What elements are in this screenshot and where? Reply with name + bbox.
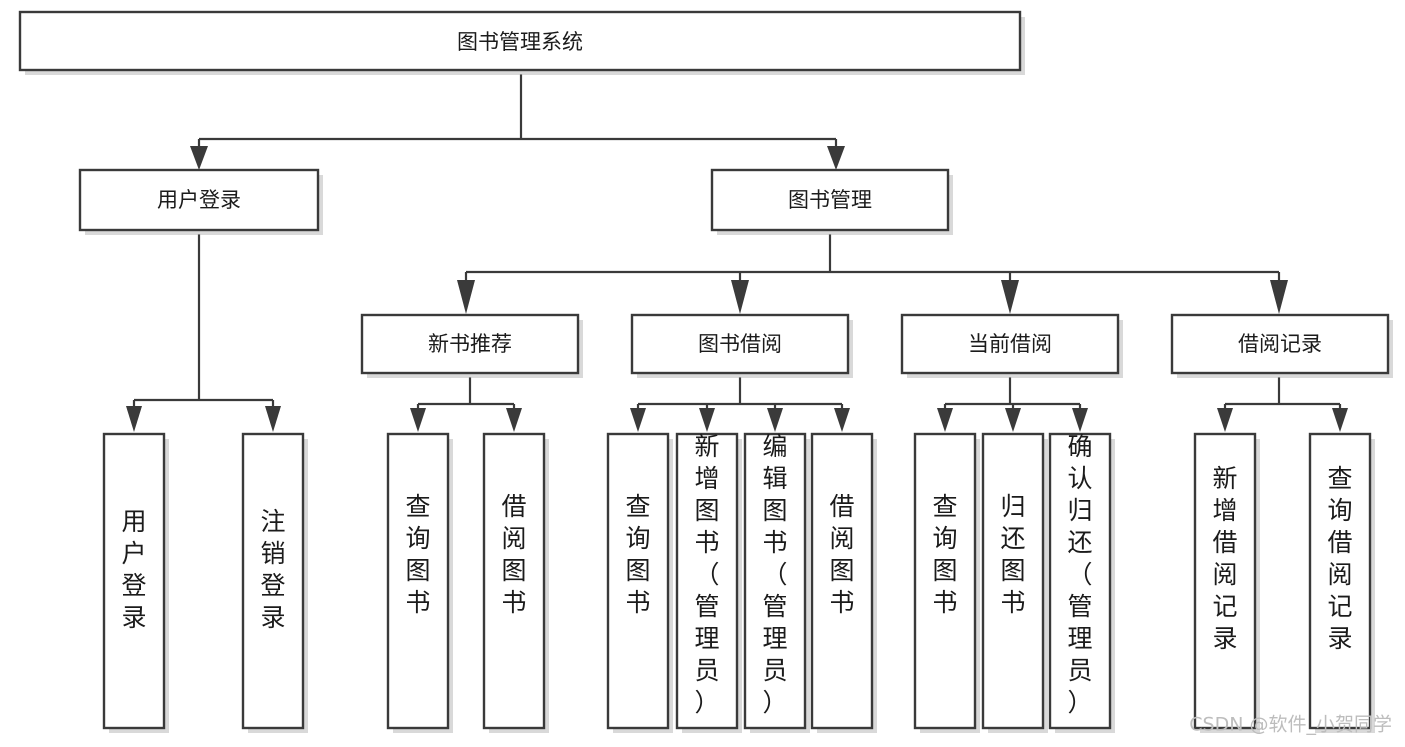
leaf-query-book-1-label: 查询图书	[405, 492, 430, 617]
book-manage-box[interactable]	[710, 168, 950, 232]
arrowhead-leaf-borrow-book-1	[506, 408, 522, 432]
user-login-label: 用户登录	[157, 188, 241, 212]
borrow-record-box[interactable]	[1170, 313, 1390, 375]
arrowhead-leaf-confirm-return	[1072, 408, 1088, 432]
node-leaf-add-book[interactable]: 新增图书（管理员）	[675, 432, 742, 733]
leaf-user-logout-label: 注销登录	[260, 507, 285, 632]
leaf-user-logout-box[interactable]	[241, 432, 305, 730]
book-borrow-label: 图书借阅	[698, 332, 782, 356]
node-leaf-user-login[interactable]: 用户登录	[102, 432, 169, 733]
arrowhead-leaf-edit-book	[767, 408, 783, 432]
new-book-rec-label: 新书推荐	[428, 332, 512, 356]
node-leaf-borrow-book-1[interactable]: 借阅图书	[482, 432, 549, 733]
node-new-book-rec[interactable]: 新书推荐	[360, 313, 583, 378]
leaf-add-record-label: 新增借阅记录	[1212, 464, 1237, 653]
leaf-query-book-1-box[interactable]	[386, 432, 450, 730]
node-leaf-return-book[interactable]: 归还图书	[981, 432, 1048, 733]
node-current-borrow[interactable]: 当前借阅	[900, 313, 1123, 378]
node-borrow-record[interactable]: 借阅记录	[1170, 313, 1393, 378]
node-leaf-query-record[interactable]: 查询借阅记录	[1308, 432, 1375, 733]
leaf-edit-book-label: 编辑图书（管理员）	[762, 432, 787, 717]
node-leaf-confirm-return[interactable]: 确认归还（管理员）	[1048, 432, 1115, 733]
arrowhead-leaf-query-book-1	[410, 408, 426, 432]
leaf-edit-book-box[interactable]	[743, 432, 807, 730]
node-leaf-add-record[interactable]: 新增借阅记录	[1193, 432, 1260, 733]
node-book-manage[interactable]: 图书管理	[710, 168, 953, 235]
arrowhead-leaf-query-book-3	[937, 408, 953, 432]
arrowhead-leaf-user-login	[126, 406, 142, 432]
arrowhead-current-borrow	[1001, 280, 1019, 314]
node-leaf-query-book-2[interactable]: 查询图书	[606, 432, 673, 733]
arrowhead-leaf-query-book-2	[630, 408, 646, 432]
leaf-query-book-3-label: 查询图书	[932, 492, 957, 617]
leaf-borrow-book-1-label: 借阅图书	[501, 492, 526, 617]
current-borrow-box[interactable]	[900, 313, 1120, 375]
leaf-borrow-book-2-label: 借阅图书	[829, 492, 854, 617]
leaf-query-record-label: 查询借阅记录	[1327, 464, 1352, 653]
arrowhead-leaf-add-record	[1217, 408, 1233, 432]
leaf-query-book-2-box[interactable]	[606, 432, 670, 730]
book-manage-label: 图书管理	[788, 188, 872, 212]
arrowhead-leaf-user-logout	[265, 406, 281, 432]
node-book-borrow[interactable]: 图书借阅	[630, 313, 853, 378]
book-borrow-box[interactable]	[630, 313, 850, 375]
leaf-add-book-box[interactable]	[675, 432, 739, 730]
node-leaf-user-logout[interactable]: 注销登录	[241, 432, 308, 733]
node-root[interactable]: 图书管理系统	[18, 10, 1025, 75]
borrow-record-label: 借阅记录	[1238, 332, 1322, 356]
arrowhead-book-manage	[827, 146, 845, 170]
leaf-borrow-book-1-box[interactable]	[482, 432, 546, 730]
new-book-rec-box[interactable]	[360, 313, 580, 375]
leaf-confirm-return-label: 确认归还（管理员）	[1067, 432, 1092, 717]
node-leaf-borrow-book-2[interactable]: 借阅图书	[810, 432, 877, 733]
arrowhead-leaf-borrow-book-2	[834, 408, 850, 432]
leaf-user-login-label: 用户登录	[121, 507, 146, 632]
arrowhead-leaf-return-book	[1005, 408, 1021, 432]
leaf-return-book-label: 归还图书	[1000, 492, 1025, 617]
leaf-add-record-box[interactable]	[1193, 432, 1257, 730]
leaf-borrow-book-2-box[interactable]	[810, 432, 874, 730]
root-box[interactable]	[18, 10, 1022, 72]
node-leaf-query-book-1[interactable]: 查询图书	[386, 432, 453, 733]
node-user-login[interactable]: 用户登录	[78, 168, 323, 235]
leaf-query-record-box[interactable]	[1308, 432, 1372, 730]
leaf-return-book-box[interactable]	[981, 432, 1045, 730]
leaf-user-login-box[interactable]	[102, 432, 166, 730]
arrowhead-user-login	[190, 146, 208, 170]
node-leaf-edit-book[interactable]: 编辑图书（管理员）	[743, 432, 810, 733]
arrowhead-book-borrow	[731, 280, 749, 314]
csdn-watermark: CSDN @软件_小贺同学	[1189, 714, 1392, 736]
leaf-confirm-return-box[interactable]	[1048, 432, 1112, 730]
root-label: 图书管理系统	[457, 30, 583, 54]
leaf-query-book-3-box[interactable]	[913, 432, 977, 730]
leaf-add-book-label: 新增图书（管理员）	[694, 432, 719, 717]
arrowhead-new-book-rec	[457, 280, 475, 314]
current-borrow-label: 当前借阅	[968, 332, 1052, 356]
arrowhead-leaf-add-book	[699, 408, 715, 432]
arrowhead-leaf-query-record	[1332, 408, 1348, 432]
node-leaf-query-book-3[interactable]: 查询图书	[913, 432, 980, 733]
connector-layer	[126, 74, 1348, 432]
user-login-box[interactable]	[78, 168, 320, 232]
leaf-query-book-2-label: 查询图书	[625, 492, 650, 617]
arrowhead-borrow-record	[1270, 280, 1288, 314]
